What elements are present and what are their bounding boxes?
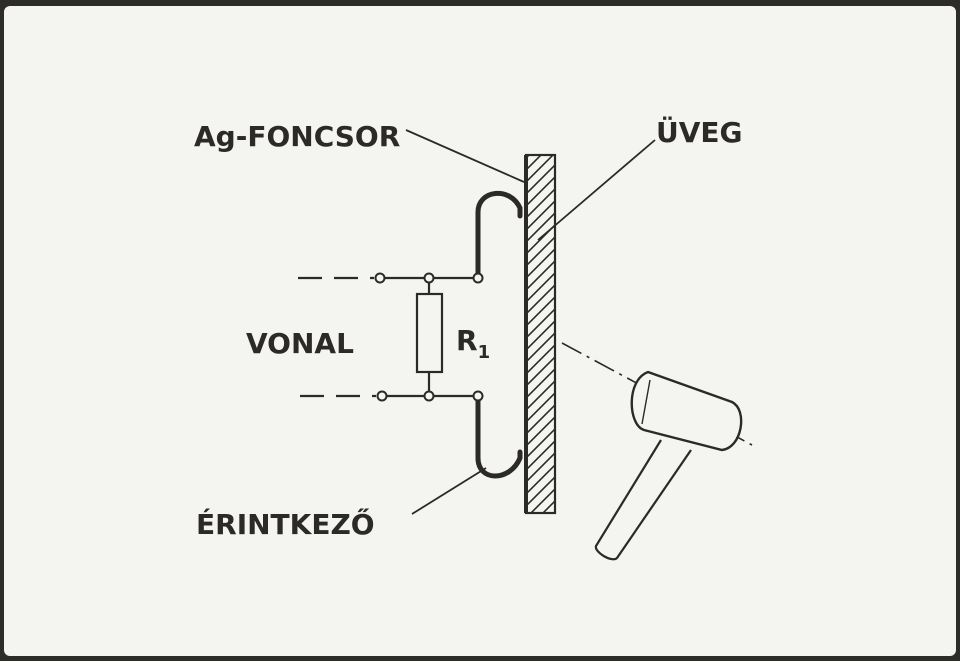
lower-terminal-right [472,390,484,402]
lower-terminal-left [376,390,388,402]
upper-contact-wire [475,190,523,279]
label-resistor: R1 [456,324,490,363]
upper-terminal-right [472,272,484,284]
resistor-r1 [415,292,444,374]
resistor-letter: R [456,324,478,357]
finger-head [630,370,743,452]
label-uveg: ÜVEG [656,115,743,149]
finger-handle [594,439,692,561]
lower-contact-wire [475,392,523,479]
glass-plate [524,153,557,515]
lower-terminal-junction [423,390,435,402]
upper-terminal-left [374,272,386,284]
leader-uveg [537,139,656,241]
finger-head-edge [641,379,651,425]
leader-ag-foncsor [405,129,525,183]
leader-erintkezo [411,467,487,515]
label-vonal: VONAL [246,327,354,360]
upper-terminal-junction [423,272,435,284]
label-erintkezo: ÉRINTKEZŐ [196,507,375,541]
label-ag-foncsor: Ag-FONCSOR [194,120,400,153]
slide-paper [4,6,956,656]
resistor-subscript: 1 [478,342,491,363]
